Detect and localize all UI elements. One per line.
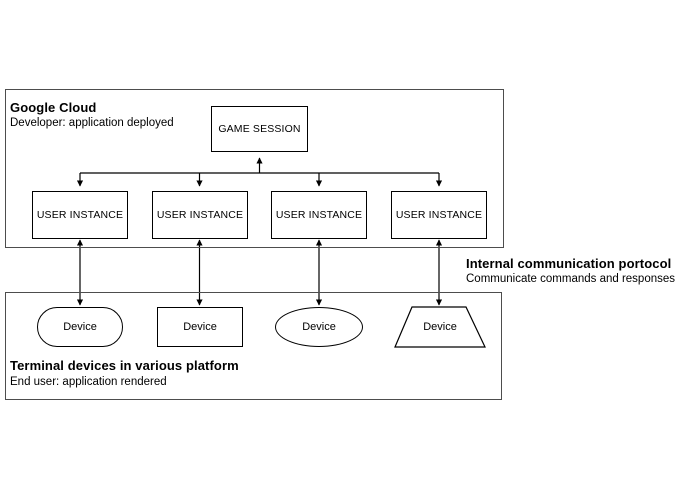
group-terminal-devices — [5, 292, 502, 400]
user-instance-2-label: USER INSTANCE — [156, 209, 244, 221]
protocol-title: Internal communication portocol — [466, 256, 672, 271]
terminal-devices-title: Terminal devices in various platform — [10, 358, 239, 373]
node-device-3[interactable]: Device — [275, 307, 363, 347]
node-user-instance-2[interactable]: USER INSTANCE — [152, 191, 248, 239]
terminal-devices-subtitle: End user: application rendered — [10, 376, 167, 388]
node-user-instance-4[interactable]: USER INSTANCE — [391, 191, 487, 239]
node-device-4[interactable]: Device — [395, 307, 485, 347]
device-1-label: Device — [63, 321, 97, 333]
node-user-instance-1[interactable]: USER INSTANCE — [32, 191, 128, 239]
google-cloud-subtitle: Developer: application deployed — [10, 117, 174, 129]
user-instance-1-label: USER INSTANCE — [36, 209, 124, 221]
node-user-instance-3[interactable]: USER INSTANCE — [271, 191, 367, 239]
user-instance-4-label: USER INSTANCE — [395, 209, 483, 221]
device-4-trapezoid-shape — [394, 306, 486, 348]
google-cloud-title: Google Cloud — [10, 100, 97, 115]
device-4-label: Device — [423, 321, 457, 333]
user-instance-3-label: USER INSTANCE — [275, 209, 363, 221]
protocol-subtitle: Communicate commands and responses — [466, 273, 676, 285]
group-google-cloud — [5, 89, 504, 248]
node-device-1[interactable]: Device — [37, 307, 123, 347]
device-2-label: Device — [183, 321, 217, 333]
node-game-session[interactable]: GAME SESSION — [211, 106, 308, 152]
device-3-label: Device — [302, 321, 336, 333]
game-session-label: GAME SESSION — [218, 123, 301, 135]
node-device-2[interactable]: Device — [157, 307, 243, 347]
